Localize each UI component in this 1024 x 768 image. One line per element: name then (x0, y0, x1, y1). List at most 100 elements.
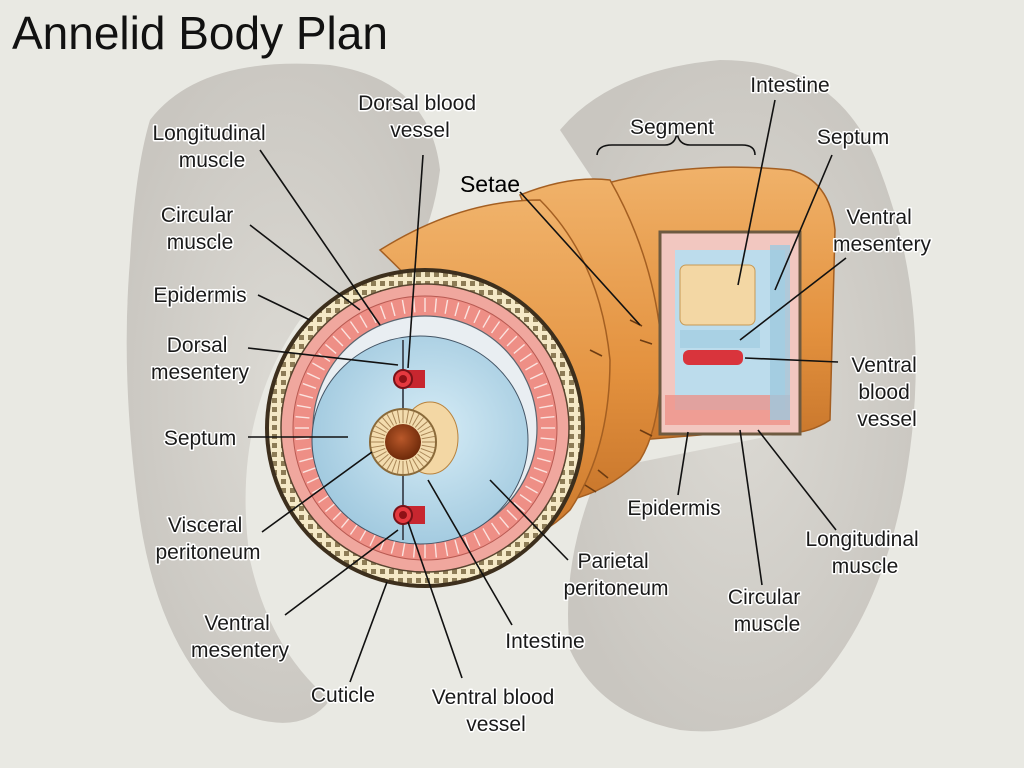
intestine-fold (409, 459, 415, 473)
muscle-stripe (533, 382, 548, 389)
intestine-fold (391, 459, 397, 473)
label-septum-right: Septum (817, 126, 889, 149)
label-circular-muscle-left: Circular muscle (161, 204, 239, 254)
muscle-stripe (444, 542, 449, 557)
muscle-stripe (295, 415, 310, 419)
intestine-fold (382, 456, 392, 467)
label-intestine-bottom: Intestine (505, 630, 584, 653)
intestine-fold (378, 453, 389, 463)
intestine-fold (419, 451, 431, 459)
muscle-stripe (318, 352, 331, 363)
muscle-stripe (536, 393, 551, 399)
intestine-fold (371, 444, 385, 449)
cutaway-intestine (679, 264, 756, 326)
muscle-stripe (299, 457, 314, 463)
label-septum-left: Septum (164, 427, 236, 450)
cutaway-ventral-vessel (683, 350, 743, 365)
muscle-stripe (369, 532, 377, 547)
intestine-fold (396, 460, 401, 474)
intestine-fold (371, 435, 385, 440)
intestine-fold (412, 414, 420, 426)
muscle-stripe (519, 493, 532, 504)
muscle-stripe (519, 352, 532, 363)
muscle-stripe (454, 302, 460, 317)
label-circular-muscle-bottom: Circular muscle (728, 586, 806, 636)
cutaway-ventral-mesentery (680, 330, 760, 348)
label-segment: Segment (630, 116, 714, 139)
muscle-stripe (401, 542, 406, 557)
muscle-stripe (525, 485, 538, 494)
label-longitudinal-muscle-right: Longitudinal muscle (805, 528, 924, 578)
intestine-fold (372, 430, 386, 436)
muscle-stripe (499, 516, 510, 529)
intestine-lumen (385, 424, 421, 460)
label-epidermis-bottom: Epidermis (627, 497, 720, 520)
muscle-stripe (525, 362, 538, 371)
muscle-stripe (533, 467, 548, 474)
label-setae: Setae (460, 171, 520, 197)
muscle-stripe (379, 305, 386, 320)
intestine-fold (414, 456, 424, 467)
intestine-fold (421, 435, 435, 440)
intestine-fold (378, 421, 389, 431)
intestine-fold (375, 451, 387, 459)
intestine-fold (421, 444, 435, 449)
muscle-stripe (482, 315, 491, 328)
leader-lines (247, 99, 847, 683)
muscle-stripe (513, 343, 526, 354)
intestine-fold (417, 421, 428, 431)
muscle-stripe (324, 343, 337, 354)
cutaway-septum (770, 245, 790, 420)
muscle-stripe (390, 539, 396, 554)
muscle-stripe (295, 437, 310, 441)
label-dorsal-mesentery: Dorsal mesentery (151, 334, 250, 384)
intestine-fold (375, 425, 387, 433)
muscle-stripe (302, 467, 317, 474)
muscle-stripe (506, 509, 518, 521)
muscle-stripe (340, 327, 351, 340)
muscle-stripe (506, 335, 518, 347)
muscle-stripe (529, 476, 544, 484)
muscle-stripe (359, 315, 368, 328)
muscle-stripe (454, 539, 460, 554)
muscle-stripe (482, 528, 491, 541)
muscle-stripe (401, 299, 406, 314)
ventral-blood-vessel-shape (393, 505, 425, 525)
muscle-stripe (539, 404, 554, 409)
intestine-fold (414, 417, 424, 428)
intestine-fold (386, 414, 394, 426)
label-intestine-top: Intestine (750, 74, 829, 97)
muscle-stripe (464, 536, 471, 551)
muscle-stripe (529, 372, 544, 380)
muscle-stripe (473, 309, 481, 324)
intestine-fold (386, 458, 394, 470)
labels: Dorsal blood vessel Intestine Segment Se… (149, 73, 933, 738)
label-ventral-mesentery-right: Ventral mesentery (833, 206, 932, 256)
muscle-stripe (473, 532, 481, 547)
muscle-stripe (306, 372, 321, 380)
muscle-stripe (299, 393, 314, 399)
label-ventral-blood-vessel-right: Ventral blood vessel (851, 354, 922, 431)
muscle-stripe (332, 335, 344, 347)
cutaway-muscle-band (665, 395, 790, 425)
muscle-stripe (490, 522, 501, 535)
label-cuticle: Cuticle (311, 684, 375, 707)
muscle-stripe (412, 543, 416, 558)
muscle-stripe (302, 382, 317, 389)
label-visceral-peritoneum: Visceral peritoneum (155, 514, 260, 564)
label-ventral-mesentery-left: Ventral mesentery (191, 612, 290, 662)
muscle-stripe (390, 302, 396, 317)
label-parietal-peritoneum: Parietal peritoneum (563, 550, 668, 600)
muscle-stripe (296, 404, 311, 409)
muscle-stripe (490, 321, 501, 334)
muscle-stripe (434, 543, 438, 558)
intestine-fold (419, 425, 431, 433)
label-longitudinal-muscle-left: Longitudinal muscle (152, 122, 271, 172)
muscle-stripe (306, 476, 321, 484)
intestine-folds (371, 410, 435, 474)
muscle-stripe (540, 415, 555, 419)
muscle-stripe (312, 362, 325, 371)
muscle-stripe (499, 327, 510, 340)
label-epidermis-left: Epidermis (153, 284, 246, 307)
